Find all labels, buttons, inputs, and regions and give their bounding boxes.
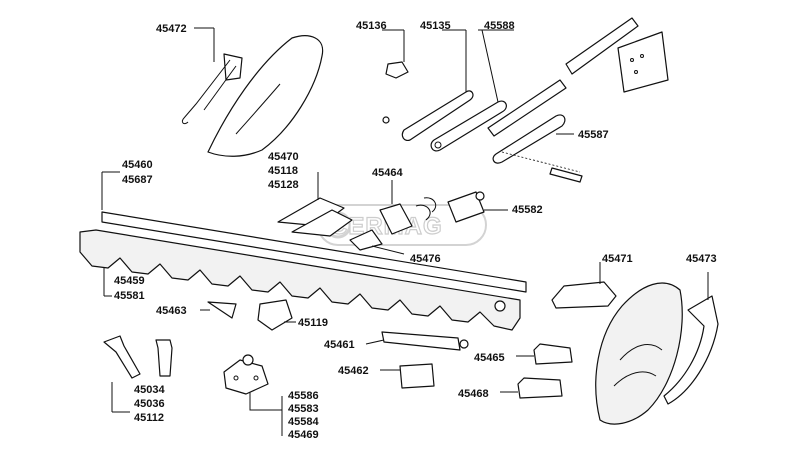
part-45471-guard-clip — [551, 262, 617, 309]
part-45463-plate — [200, 301, 237, 319]
label-45112: 45112 — [134, 412, 164, 424]
part-45476-plate — [349, 229, 405, 255]
label-45472: 45472 — [156, 23, 187, 35]
label-45119: 45119 — [298, 317, 328, 329]
label-45463: 45463 — [156, 305, 187, 317]
part-45460-knife-bar — [101, 172, 527, 293]
part-45135-link-arm — [382, 29, 474, 141]
part-45464-clip — [379, 180, 437, 235]
label-45468: 45468 — [458, 388, 489, 400]
part-45461-flat-bar — [365, 331, 469, 351]
label-45581: 45581 — [114, 290, 145, 302]
label-45473: 45473 — [686, 253, 717, 265]
part-45459-finger-bar — [79, 229, 521, 331]
label-45136: 45136 — [356, 20, 387, 32]
part-45470-knife-sections — [277, 172, 353, 237]
label-45128: 45128 — [268, 179, 299, 191]
label-45583: 45583 — [288, 403, 319, 415]
label-45588: 45588 — [484, 20, 515, 32]
label-45465: 45465 — [474, 352, 505, 364]
label-45036: 45036 — [134, 398, 165, 410]
part-drive-bars — [487, 17, 669, 137]
label-45118: 45118 — [268, 165, 298, 177]
part-45136-clip — [382, 29, 409, 79]
part-45582-wear-plate — [447, 191, 508, 223]
label-45460: 45460 — [122, 159, 153, 171]
part-45472-divider — [181, 28, 324, 157]
part-45586-guard-plate — [223, 354, 282, 411]
label-45034: 45034 — [134, 384, 165, 396]
label-45586: 45586 — [288, 390, 319, 402]
part-45462-plate — [380, 363, 435, 389]
label-45687: 45687 — [122, 174, 153, 186]
part-45587-pitman-arm — [492, 114, 583, 183]
part-45119-section — [257, 299, 296, 331]
label-45471: 45471 — [602, 253, 633, 265]
label-45582: 45582 — [512, 204, 543, 216]
label-45470: 45470 — [268, 151, 299, 163]
label-45461: 45461 — [324, 339, 355, 351]
part-45465-plate — [516, 343, 573, 365]
part-45588-crank-arm — [430, 29, 514, 152]
label-45135: 45135 — [420, 20, 451, 32]
label-45464: 45464 — [372, 167, 403, 179]
label-45459: 45459 — [114, 275, 145, 287]
label-45584: 45584 — [288, 416, 319, 428]
label-45587: 45587 — [578, 129, 609, 141]
label-45476: 45476 — [410, 253, 441, 265]
part-45473-outer-shoe — [595, 272, 719, 425]
label-45462: 45462 — [338, 365, 369, 377]
part-45468-plate — [500, 377, 563, 399]
part-45034-bolts — [103, 335, 173, 412]
label-45469: 45469 — [288, 429, 319, 441]
